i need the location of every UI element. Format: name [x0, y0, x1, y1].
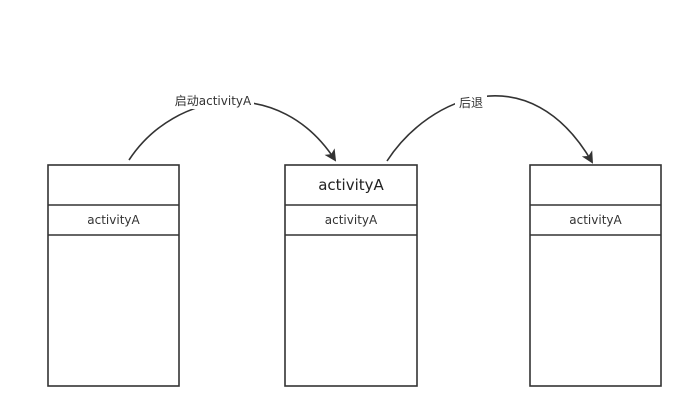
- task-stack-before: activityA: [47, 164, 180, 387]
- stack-frame: [529, 164, 662, 387]
- stack-slot-activity: activityA: [87, 213, 140, 227]
- stack-slot-top: activityA: [318, 176, 384, 194]
- task-stack-after-launch: activityA activityA: [284, 164, 418, 387]
- transition-label: 启动activityA: [175, 94, 252, 108]
- label-background: [455, 94, 487, 111]
- transition-launch: 启动activityA: [128, 92, 337, 162]
- transition-label: 后退: [459, 96, 483, 110]
- transition-arrow: [386, 95, 594, 164]
- stack-frame: [284, 164, 418, 387]
- stack-slot-activity: activityA: [325, 213, 378, 227]
- transition-back: 后退: [386, 94, 594, 164]
- label-background: [172, 92, 254, 109]
- task-stack-after-back: activityA: [529, 164, 662, 387]
- transition-arrow: [128, 101, 337, 162]
- stack-slot-activity: activityA: [569, 213, 622, 227]
- stack-frame: [47, 164, 180, 387]
